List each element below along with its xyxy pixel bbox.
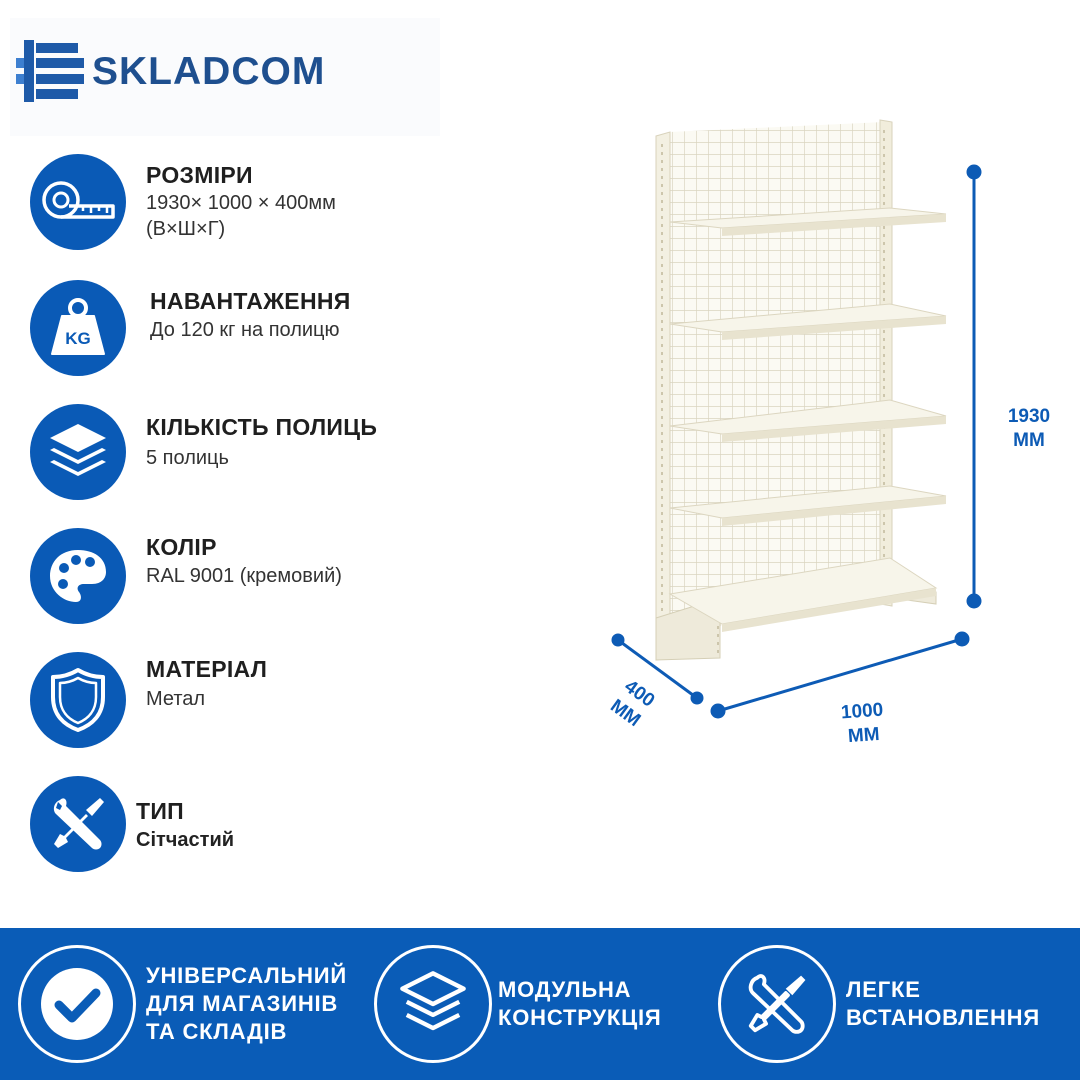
feature-line: ЛЕГКЕ [846, 977, 921, 1002]
feature-modular: МОДУЛЬНА КОНСТРУКЦІЯ [374, 945, 704, 1063]
spec-value: Метал [146, 688, 206, 710]
spec-title: РОЗМІРИ [146, 162, 253, 188]
tools-icon [30, 776, 126, 872]
layers-icon [30, 404, 126, 500]
tools-icon [718, 945, 836, 1063]
weight-kg-icon: KG [30, 280, 126, 376]
spec-title: МАТЕРІАЛ [146, 656, 268, 682]
feature-line: УНІВЕРСАЛЬНИЙ [146, 963, 348, 988]
height-value: 1930 [1007, 406, 1051, 427]
spec-value-note: (В×Ш×Г) [146, 218, 226, 240]
width-unit: ММ [847, 723, 881, 748]
height-unit: ММ [1013, 430, 1045, 451]
spec-title: ТИП [136, 798, 185, 824]
width-dimension-label: 1000 ММ [826, 698, 899, 751]
spec-value: RAL 9001 (кремовий) [146, 565, 342, 587]
spec-title: КОЛІР [146, 534, 217, 560]
spec-value: До 120 кг на полицю [150, 319, 340, 341]
shelves [668, 207, 947, 632]
stacked-bars-logo-icon [16, 40, 84, 102]
feature-easy-install: ЛЕГКЕ ВСТАНОВЛЕННЯ [718, 945, 1068, 1063]
spec-title: КІЛЬКІСТЬ ПОЛИЦЬ [146, 414, 378, 440]
weight-kg-text: KG [65, 329, 91, 348]
spec-title: НАВАНТАЖЕННЯ [150, 288, 351, 314]
spec-value: Сітчастий [136, 829, 235, 851]
palette-icon [30, 528, 126, 624]
tape-measure-icon [30, 154, 126, 250]
spec-material: МАТЕРІАЛ Метал [30, 652, 570, 748]
check-icon [18, 945, 136, 1063]
spec-load: KG НАВАНТАЖЕННЯ До 120 кг на полицю [30, 280, 570, 376]
brand-name: SKLADCOM [92, 50, 326, 93]
feature-line: КОНСТРУКЦІЯ [498, 1005, 662, 1030]
spec-color: КОЛІР RAL 9001 (кремовий) [30, 528, 570, 624]
spec-dimensions: РОЗМІРИ 1930× 1000 × 400мм (В×Ш×Г) [30, 154, 570, 250]
mesh-shelving-unit [655, 119, 947, 661]
spec-type: ТИП Сітчастий [30, 776, 570, 872]
features-banner: УНІВЕРСАЛЬНИЙ ДЛЯ МАГАЗИНІВ ТА СКЛАДІВ М… [0, 928, 1080, 1080]
brand-logo: SKLADCOM [10, 18, 440, 136]
feature-line: ТА СКЛАДІВ [146, 1019, 288, 1044]
feature-line: ДЛЯ МАГАЗИНІВ [146, 991, 339, 1016]
feature-universal: УНІВЕРСАЛЬНИЙ ДЛЯ МАГАЗИНІВ ТА СКЛАДІВ [18, 945, 368, 1063]
height-dimension-label: 1930 ММ [994, 405, 1064, 453]
spec-value: 5 полиць [146, 447, 229, 469]
layers-icon [374, 945, 492, 1063]
shield-icon [30, 652, 126, 748]
spec-shelf-count: КІЛЬКІСТЬ ПОЛИЦЬ 5 полиць [30, 404, 570, 500]
spec-value: 1930× 1000 × 400мм [146, 192, 336, 214]
feature-line: МОДУЛЬНА [498, 977, 632, 1002]
feature-line: ВСТАНОВЛЕННЯ [846, 1005, 1040, 1030]
